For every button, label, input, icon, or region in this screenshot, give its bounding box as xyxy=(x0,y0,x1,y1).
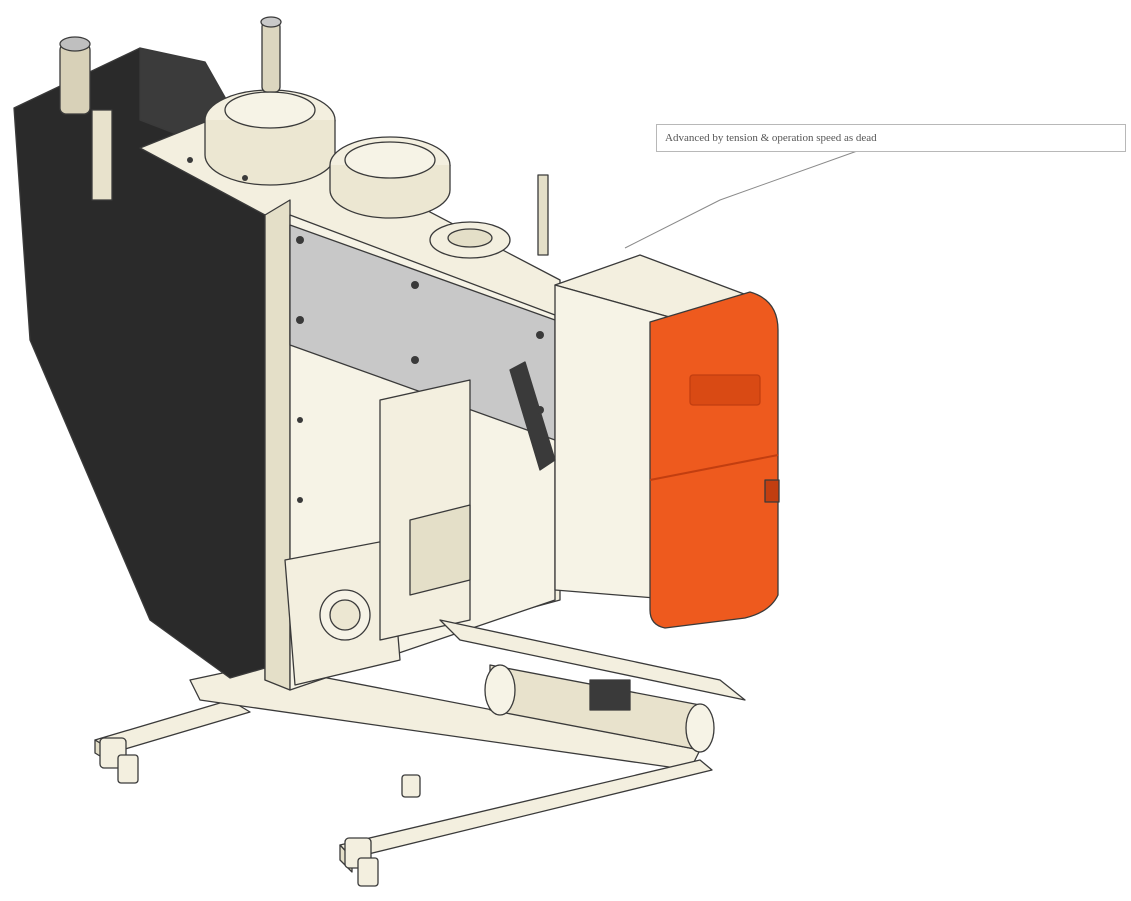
round-cap xyxy=(329,136,451,219)
bolts xyxy=(187,157,544,503)
small-flange xyxy=(429,174,549,259)
center-bracket xyxy=(379,379,471,641)
lever-handle xyxy=(509,361,556,471)
knob-left xyxy=(59,36,113,201)
callout-label: Advanced by tension & operation speed as… xyxy=(656,124,1126,152)
roller-shaft xyxy=(439,619,746,753)
orange-cover xyxy=(649,291,780,629)
leveling-feet xyxy=(99,737,421,887)
mounting-plate xyxy=(284,539,401,686)
callout-leader xyxy=(624,149,861,249)
top-dial xyxy=(204,16,336,186)
